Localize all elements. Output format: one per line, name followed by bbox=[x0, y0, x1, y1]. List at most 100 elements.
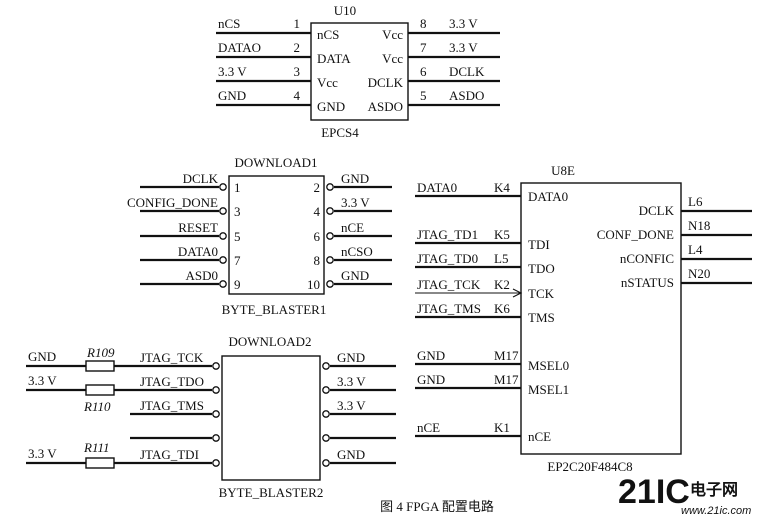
dl2-net-gnd-bottom: GND bbox=[337, 447, 365, 462]
u10-pin-4: 4 bbox=[294, 88, 301, 103]
dl1-net-asd0: ASD0 bbox=[185, 268, 218, 283]
dl2-power-33v-b: 3.3 V bbox=[28, 446, 57, 461]
dl1-pin-6: 6 bbox=[314, 229, 321, 244]
download1-connector: DOWNLOAD1 DCLK CONFIG_DONE RESET DATA0 A… bbox=[127, 155, 392, 317]
dl2-net-33v-1: 3.3 V bbox=[337, 374, 366, 389]
u10-net-gnd: GND bbox=[218, 88, 246, 103]
dl1-net-ncso: nCSO bbox=[341, 244, 373, 259]
u8e-pin-k6: K6 bbox=[494, 301, 510, 316]
dl1-net-nce: nCE bbox=[341, 220, 364, 235]
dl2-net-jtag-tck: JTAG_TCK bbox=[140, 350, 204, 365]
dl2-power-gnd: GND bbox=[28, 349, 56, 364]
u10-ref: U10 bbox=[334, 3, 356, 18]
site-watermark: 21IC 电子网 www.21ic.com bbox=[618, 473, 751, 517]
u8e-net-jtag-td0: JTAG_TD0 bbox=[417, 251, 478, 266]
u10-part: EPCS4 bbox=[321, 125, 359, 140]
dl2-net-jtag-tms: JTAG_TMS bbox=[140, 398, 204, 413]
dl2-r110-label: R110 bbox=[83, 399, 111, 414]
u10-pinname-vcc-7: Vcc bbox=[382, 51, 403, 66]
dl1-net-config-done: CONFIG_DONE bbox=[127, 195, 218, 210]
u8e-pinname-nconfic: nCONFIC bbox=[620, 251, 674, 266]
dl1-pin-8: 8 bbox=[314, 253, 321, 268]
u8e-pin-l6: L6 bbox=[688, 194, 703, 209]
u8e-pin-m17-a: M17 bbox=[494, 348, 519, 363]
dl1-net-33v: 3.3 V bbox=[341, 195, 370, 210]
u8e-pinname-msel0: MSEL0 bbox=[528, 358, 569, 373]
u10-pinname-ncs: nCS bbox=[317, 27, 339, 42]
dl2-net-jtag-tdo: JTAG_TDO bbox=[140, 374, 204, 389]
dl2-net-jtag-tdi: JTAG_TDI bbox=[140, 447, 199, 462]
u8e-net-jtag-td1: JTAG_TD1 bbox=[417, 227, 478, 242]
u8e-pinname-nstatus: nSTATUS bbox=[621, 275, 674, 290]
u10-pin-3: 3 bbox=[294, 64, 301, 79]
resistor-r111 bbox=[85, 457, 115, 469]
u8e-pinname-tck: TCK bbox=[528, 286, 555, 301]
download2-part: BYTE_BLASTER2 bbox=[219, 485, 324, 500]
u8e-net-gnd-msel1: GND bbox=[417, 372, 445, 387]
u10-net-asdo: ASDO bbox=[449, 88, 484, 103]
u8e-pin-l4: L4 bbox=[688, 242, 703, 257]
dl2-net-33v-2: 3.3 V bbox=[337, 398, 366, 413]
resistor-r109 bbox=[85, 360, 115, 372]
u10-body bbox=[310, 22, 409, 121]
u10-net-33v-8: 3.3 V bbox=[449, 16, 478, 31]
u8e-net-jtag-tms: JTAG_TMS bbox=[417, 301, 481, 316]
dl1-pin-5: 5 bbox=[234, 229, 241, 244]
dl1-net-dclk: DCLK bbox=[183, 171, 219, 186]
u8e-pinname-nce: nCE bbox=[528, 429, 551, 444]
u8e-net-data0: DATA0 bbox=[417, 180, 457, 195]
dl1-pin-3: 3 bbox=[234, 204, 241, 219]
watermark-cn: 电子网 bbox=[690, 480, 738, 499]
u10-pin-8: 8 bbox=[420, 16, 427, 31]
download2-body bbox=[221, 355, 321, 481]
u8e-body bbox=[520, 182, 682, 455]
u10-pinname-vcc: Vcc bbox=[317, 75, 338, 90]
dl1-pin-1: 1 bbox=[234, 180, 241, 195]
u8e-part: EP2C20F484C8 bbox=[547, 459, 632, 474]
dl1-net-gnd-2: GND bbox=[341, 171, 369, 186]
u10-pinname-data: DATA bbox=[317, 51, 351, 66]
u10-net-33v: 3.3 V bbox=[218, 64, 247, 79]
u8e-net-gnd-msel0: GND bbox=[417, 348, 445, 363]
dl1-pin-4: 4 bbox=[314, 204, 321, 219]
dl1-pin-7: 7 bbox=[234, 253, 241, 268]
download1-body bbox=[228, 175, 325, 295]
u8e-pinname-tdi: TDI bbox=[528, 237, 550, 252]
u8e-pin-k5: K5 bbox=[494, 227, 510, 242]
u8e-pinname-tms: TMS bbox=[528, 310, 555, 325]
download2-title: DOWNLOAD2 bbox=[228, 334, 311, 349]
u8e-pinname-msel1: MSEL1 bbox=[528, 382, 569, 397]
u10-pin-1: 1 bbox=[294, 16, 301, 31]
u10-pinname-gnd: GND bbox=[317, 99, 345, 114]
u10-net-dclk: DCLK bbox=[449, 64, 485, 79]
u10-net-datao: DATAO bbox=[218, 40, 261, 55]
download1-part: BYTE_BLASTER1 bbox=[222, 302, 327, 317]
dl1-net-reset: RESET bbox=[178, 220, 218, 235]
dl1-net-gnd-10: GND bbox=[341, 268, 369, 283]
u10-pin-6: 6 bbox=[420, 64, 427, 79]
watermark-url: www.21ic.com bbox=[681, 505, 751, 517]
u8e-pin-n20: N20 bbox=[688, 266, 710, 281]
u8e-pin-m17-b: M17 bbox=[494, 372, 519, 387]
u10-net-33v-7: 3.3 V bbox=[449, 40, 478, 55]
dl2-r111-label: R111 bbox=[83, 440, 110, 455]
u8e-net-jtag-tck: JTAG_TCK bbox=[417, 277, 481, 292]
u10-pinname-dclk: DCLK bbox=[368, 75, 404, 90]
dl1-pin-10: 10 bbox=[307, 277, 320, 292]
dl2-power-33v-a: 3.3 V bbox=[28, 373, 57, 388]
resistor-r110 bbox=[85, 384, 115, 396]
u10-pinname-asdo: ASDO bbox=[368, 99, 403, 114]
u10-pin-5: 5 bbox=[420, 88, 427, 103]
u8e-fpga: U8E DATA0 JTAG_TD1 JTAG_TD0 JTAG_TCK JTA… bbox=[415, 163, 752, 474]
dl1-pin-2: 2 bbox=[314, 180, 321, 195]
u8e-pinname-conf-done: CONF_DONE bbox=[597, 227, 674, 242]
dl2-net-gnd-top: GND bbox=[337, 350, 365, 365]
dl1-net-data0: DATA0 bbox=[178, 244, 218, 259]
u10-epcs4: U10 nCS DATAO 3.3 V GND 1 2 3 4 nCS DATA… bbox=[216, 3, 500, 140]
u8e-pin-n18: N18 bbox=[688, 218, 710, 233]
u8e-pin-l5: L5 bbox=[494, 251, 508, 266]
dl1-pin-9: 9 bbox=[234, 277, 241, 292]
u8e-net-nce: nCE bbox=[417, 420, 440, 435]
download1-title: DOWNLOAD1 bbox=[234, 155, 317, 170]
